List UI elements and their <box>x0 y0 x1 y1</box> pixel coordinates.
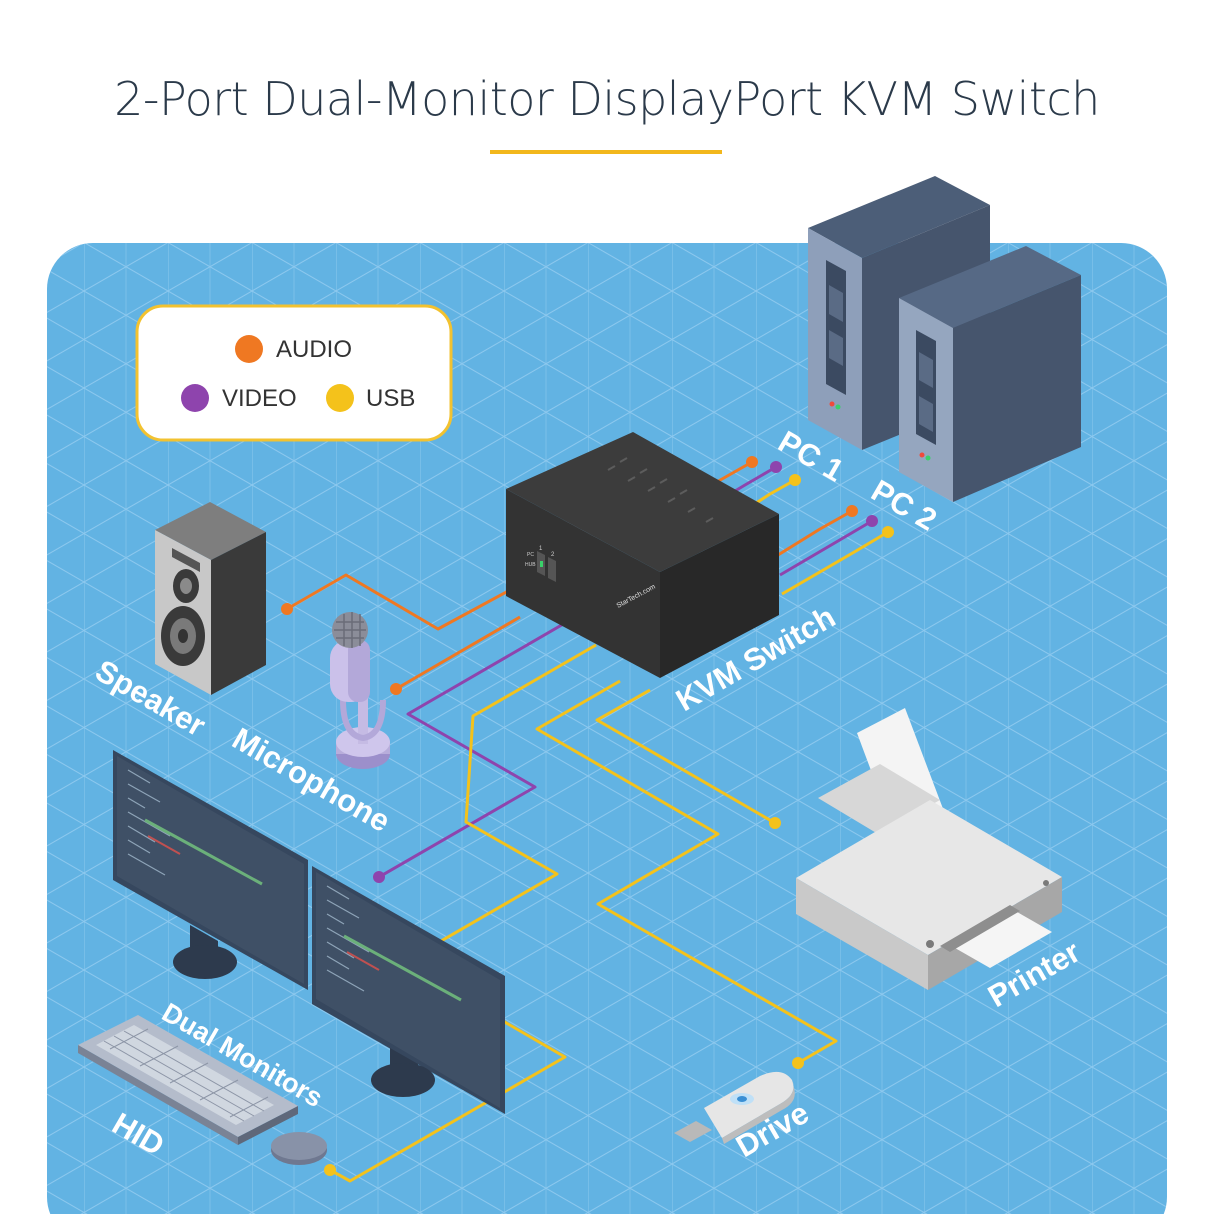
speaker-icon <box>155 502 266 695</box>
mouse-icon <box>271 1132 327 1165</box>
audio-legend-dot <box>235 335 263 363</box>
microphone-icon <box>330 612 390 769</box>
title-underline <box>490 150 722 154</box>
cable-endpoints <box>281 456 894 1176</box>
monitor-icon <box>113 750 505 1114</box>
kvm-switch-icon: PC HUB 1 2 StarTech.com <box>506 432 779 678</box>
audio-cable-speaker <box>286 573 511 631</box>
keyboard-icon <box>78 1015 298 1145</box>
usb-drive-icon <box>674 1071 795 1144</box>
cables <box>286 460 889 1183</box>
kvm-pc-label: PC <box>527 552 534 558</box>
legend-audio: AUDIO <box>276 336 352 363</box>
printer-icon <box>796 708 1062 990</box>
pc-tower-icon <box>808 176 1081 502</box>
usb-cable-printer <box>595 688 776 825</box>
usb-cable-pc2 <box>781 530 889 596</box>
usb-cable-drive <box>535 679 838 1065</box>
video-cable-pc2 <box>779 519 873 577</box>
page-title: 2-Port Dual-Monitor DisplayPort KVM Swit… <box>114 72 1100 126</box>
video-legend-dot <box>181 384 209 412</box>
usb-legend-dot <box>326 384 354 412</box>
audio-cable-pc2 <box>777 509 853 557</box>
kvm-port1-label: 1 <box>539 546 543 552</box>
usb-cable-hid <box>329 643 597 1183</box>
audio-cable-microphone <box>395 615 521 691</box>
legend: AUDIO VIDEO USB <box>135 304 453 442</box>
legend-video: VIDEO <box>222 385 297 412</box>
kvm-port2-label: 2 <box>551 552 555 558</box>
kvm-hub-label: HUB <box>525 562 536 568</box>
legend-usb: USB <box>366 385 415 412</box>
